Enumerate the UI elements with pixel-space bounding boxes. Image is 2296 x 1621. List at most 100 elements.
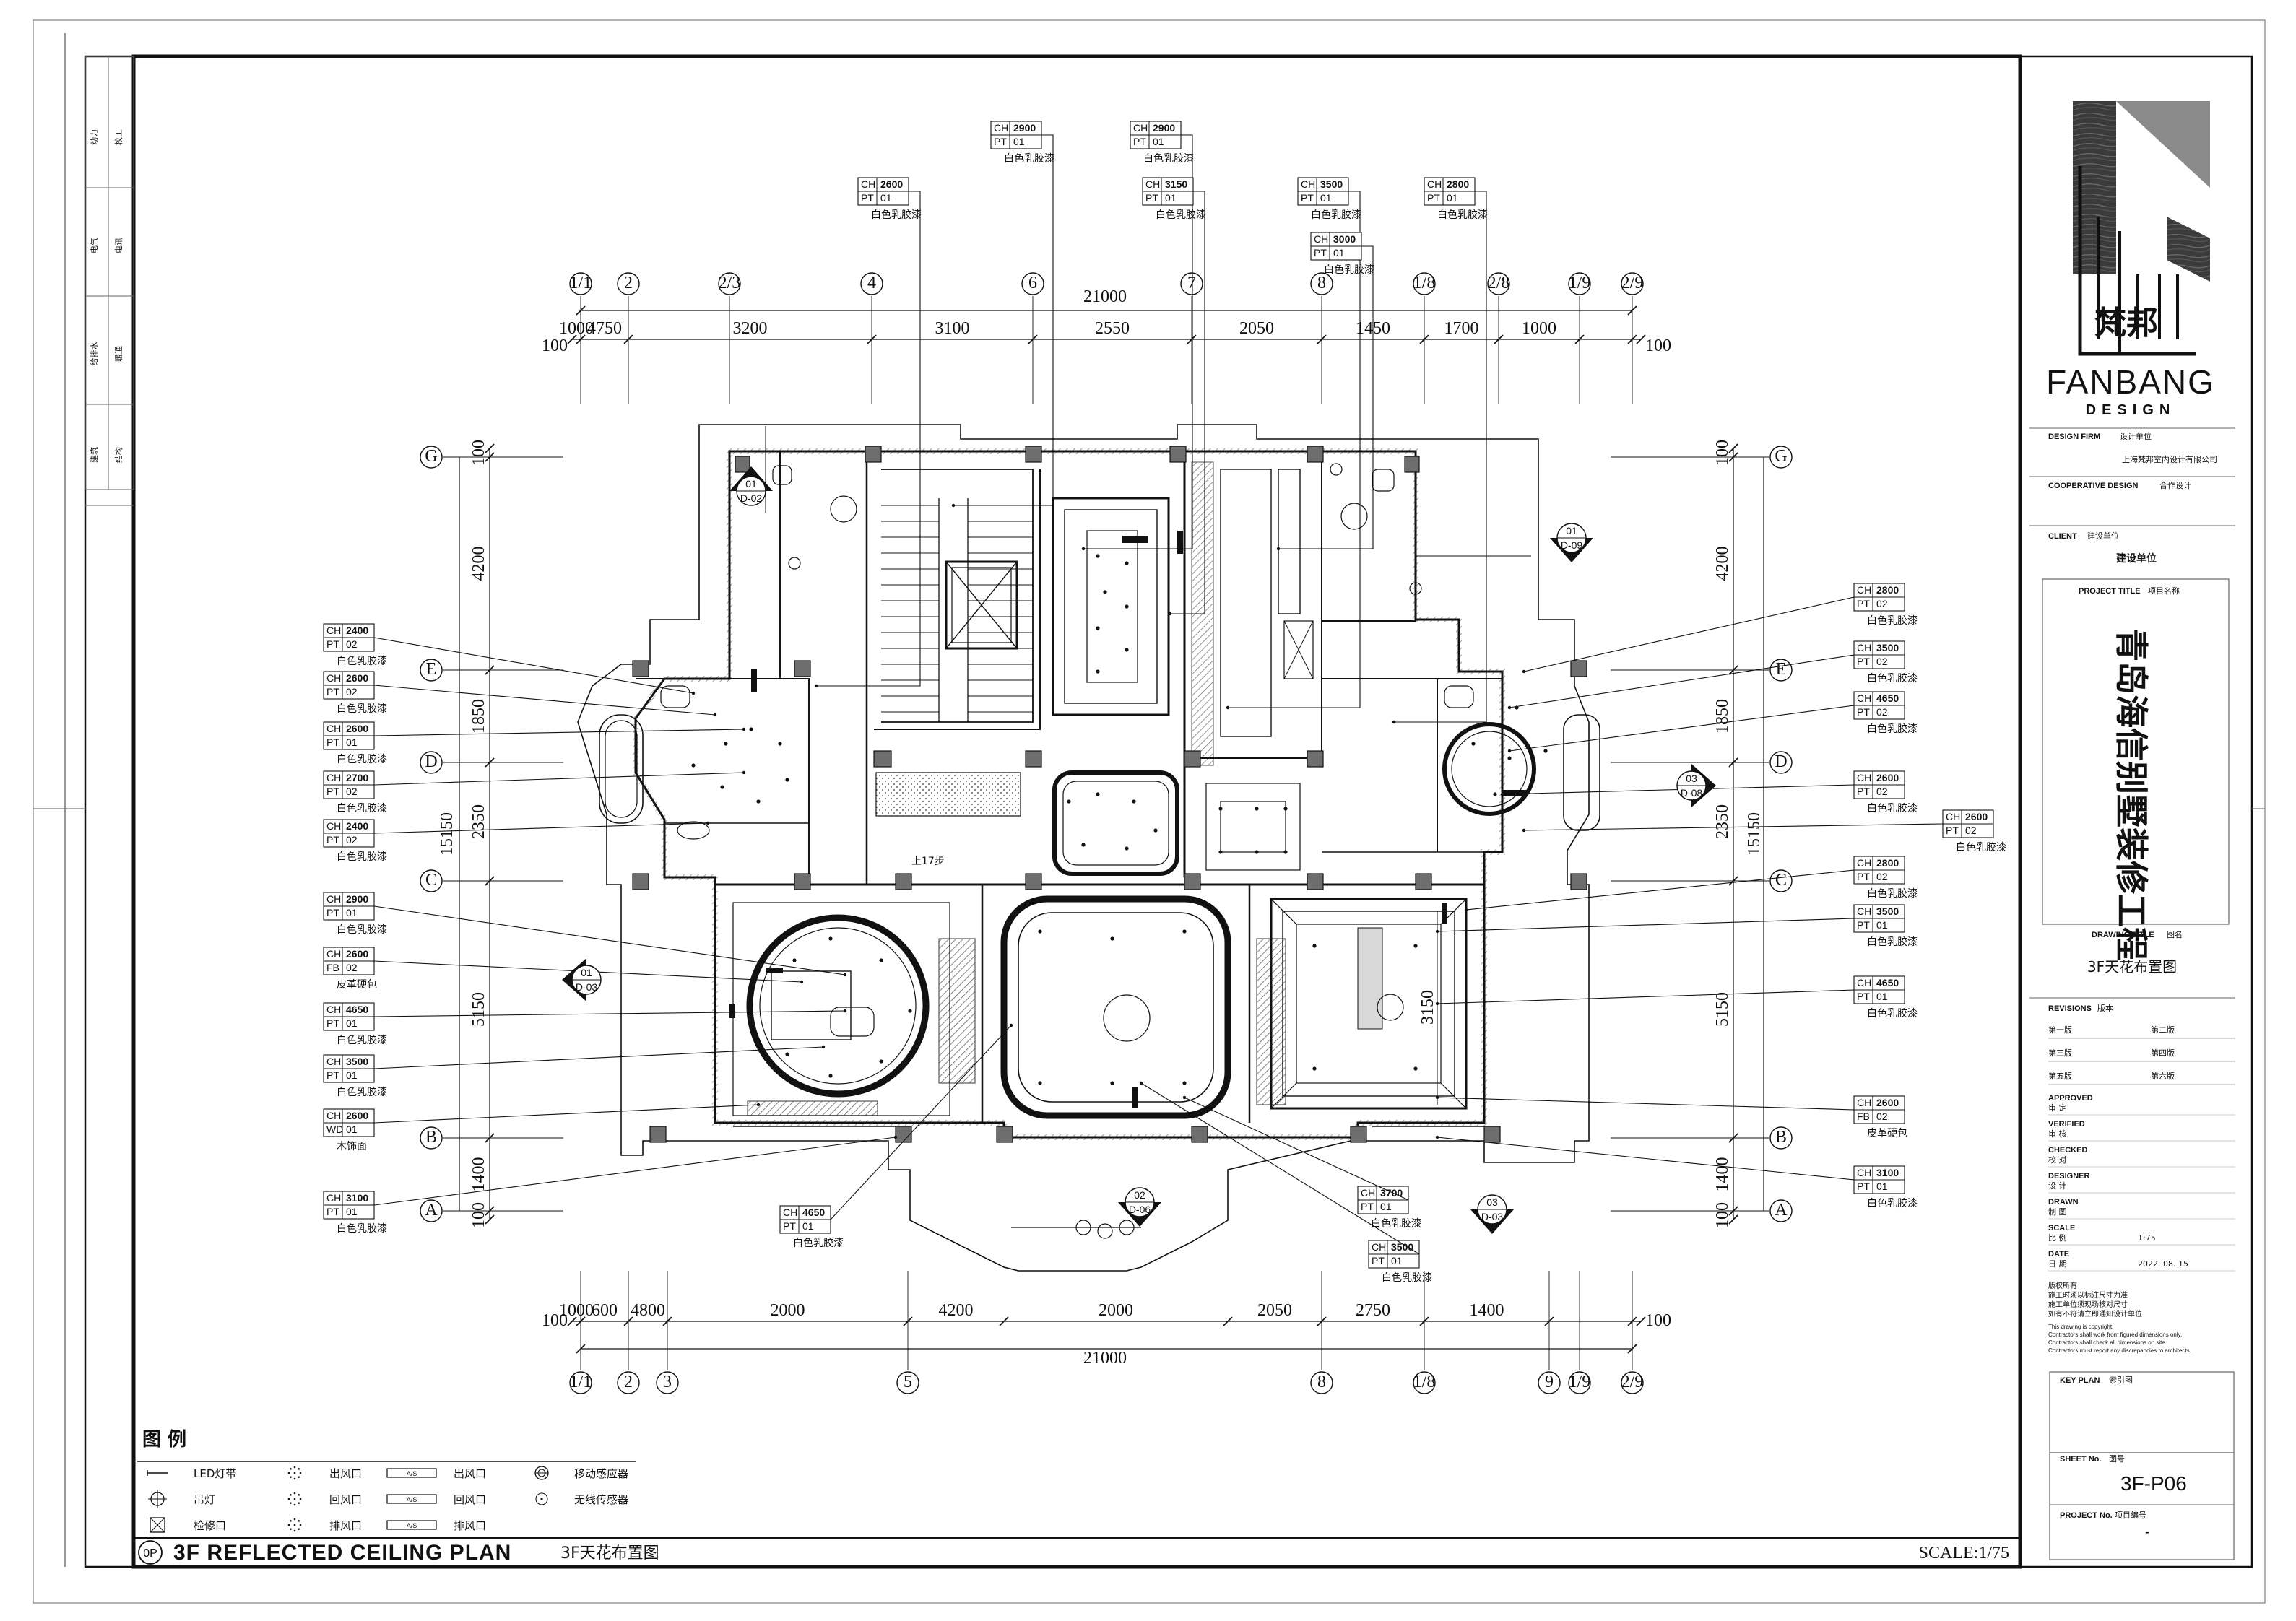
leader-line xyxy=(1140,1082,1420,1255)
ch-label: CH xyxy=(326,1110,341,1121)
finish-note: 白色乳胶漆 xyxy=(1867,723,1918,735)
downlight-icon xyxy=(1493,792,1497,796)
note-en: Contractors shall work from figured dime… xyxy=(2048,1331,2182,1338)
legend-label: 移动感应器 xyxy=(574,1467,628,1480)
discipline-label: 电讯 xyxy=(114,238,124,253)
svg-text:COOPERATIVE DESIGN: COOPERATIVE DESIGN xyxy=(2048,482,2139,490)
ch-value: 2600 xyxy=(346,1110,368,1121)
ch-value: 4650 xyxy=(1876,692,1899,704)
ch-label: CH xyxy=(1427,178,1442,190)
finish-note: 白色乳胶漆 xyxy=(1324,264,1374,276)
legend-label: 检修口 xyxy=(194,1519,226,1532)
note-en: This drawing is copyright. xyxy=(2048,1324,2113,1330)
brand-sub: DESIGN xyxy=(2086,402,2176,418)
ch-value: 2900 xyxy=(346,893,368,905)
finish-code: PT xyxy=(326,907,339,918)
note-cn: 如有不符请立即通知设计单位 xyxy=(2048,1309,2142,1318)
downlight-icon xyxy=(828,936,833,941)
downlight-icon xyxy=(1125,648,1129,652)
ch-value: 3000 xyxy=(1333,233,1356,245)
grid-bubble xyxy=(1487,272,1510,295)
leader-line xyxy=(1437,1097,1855,1111)
finish-note: 白色乳胶漆 xyxy=(1867,802,1918,814)
finish-code: PT xyxy=(326,638,339,650)
grid-bubble xyxy=(569,272,592,295)
ch-value: 3100 xyxy=(1876,1167,1899,1178)
ch-label: CH xyxy=(1857,905,1871,917)
plan-scale: SCALE:1/75 xyxy=(1919,1544,2009,1563)
leader-line xyxy=(373,1137,896,1206)
ch-label: CH xyxy=(326,1056,341,1067)
role-label-cn: 日 期 xyxy=(2048,1259,2067,1269)
pendant-light-icon xyxy=(148,1490,167,1508)
note-en: Contractors shall check all dimensions o… xyxy=(2048,1339,2167,1346)
grid-bubble xyxy=(1769,446,1793,469)
floor-plan xyxy=(577,424,1600,1272)
grid-bubble xyxy=(420,659,443,682)
grid-bubble xyxy=(1769,751,1793,774)
note-cn: 施工时须以标注尺寸为准 xyxy=(2048,1290,2128,1300)
role-value: 2022. 08. 15 xyxy=(2138,1259,2188,1269)
dimension-value: 2050 xyxy=(1239,319,1274,338)
downlight-icon xyxy=(1312,1066,1317,1071)
grid-axis-label: C xyxy=(1775,871,1787,890)
revision-entry: 第六版 xyxy=(2151,1071,2175,1081)
ch-value: 2400 xyxy=(346,625,368,636)
grid-bubble xyxy=(1413,272,1436,295)
finish-number: 02 xyxy=(1876,656,1888,667)
grid-bubble xyxy=(860,272,883,295)
title-block: 梵邦 FANBANG DESIGN DESIGN FIRM 设计单位 上海梵邦室… xyxy=(2029,101,2235,1560)
role-label-cn: 审 定 xyxy=(2048,1103,2067,1113)
plan-title-cn: 3F天花布置图 xyxy=(560,1544,659,1563)
brand-cn: 梵邦 xyxy=(2094,305,2158,342)
leader-line xyxy=(1465,869,1855,911)
dimension-value: 2350 xyxy=(469,804,488,839)
role-label: DRAWN xyxy=(2048,1198,2079,1207)
ch-value: 2600 xyxy=(346,723,368,734)
finish-number: 01 xyxy=(880,192,892,204)
role-label: APPROVED xyxy=(2048,1094,2093,1103)
grid-bubble xyxy=(1769,1126,1793,1150)
grid-axis-label: 2 xyxy=(624,1373,633,1391)
leader-line xyxy=(1170,191,1205,614)
finish-number: 01 xyxy=(1320,192,1332,204)
grid-bubble xyxy=(420,751,443,774)
finish-code: PT xyxy=(1857,871,1870,882)
finish-number: 02 xyxy=(1876,1111,1888,1122)
ch-value: 2600 xyxy=(346,948,368,960)
note-cn: 版权所有 xyxy=(2048,1281,2077,1290)
dimension-total: 21000 xyxy=(1083,287,1127,306)
grid-axis-label: B xyxy=(1775,1128,1787,1147)
legend-label: 吊灯 xyxy=(194,1493,215,1506)
grid-axis-label: 2 xyxy=(624,274,633,292)
finish-number: 02 xyxy=(1876,598,1888,609)
downlight-icon xyxy=(1283,850,1288,854)
note-en: Contractors must report any discrepancie… xyxy=(2048,1347,2191,1354)
finish-number: 01 xyxy=(802,1220,814,1232)
finish-code: PT xyxy=(326,1017,339,1029)
leader-line xyxy=(1278,245,1374,549)
leader-line xyxy=(373,1104,759,1124)
dimension-value: 2000 xyxy=(1099,1301,1133,1320)
grid-axis-label: G xyxy=(425,447,437,466)
downlight-icon xyxy=(1081,843,1086,847)
grid-bubble xyxy=(1621,1371,1644,1394)
ch-label: CH xyxy=(326,948,341,960)
grid-axis-label: A xyxy=(1775,1201,1788,1220)
leader-line xyxy=(373,905,846,975)
leader-line xyxy=(1394,191,1487,723)
dimension-value: 3200 xyxy=(733,319,768,338)
finish-note: 白色乳胶漆 xyxy=(337,851,387,863)
dimension-total: 15150 xyxy=(1745,812,1764,856)
finish-code: PT xyxy=(1427,192,1440,204)
outer-paper-border xyxy=(33,19,2266,1604)
dimension-value: 600 xyxy=(592,1301,618,1320)
finish-code: PT xyxy=(326,786,339,797)
ch-label: CH xyxy=(326,820,341,832)
